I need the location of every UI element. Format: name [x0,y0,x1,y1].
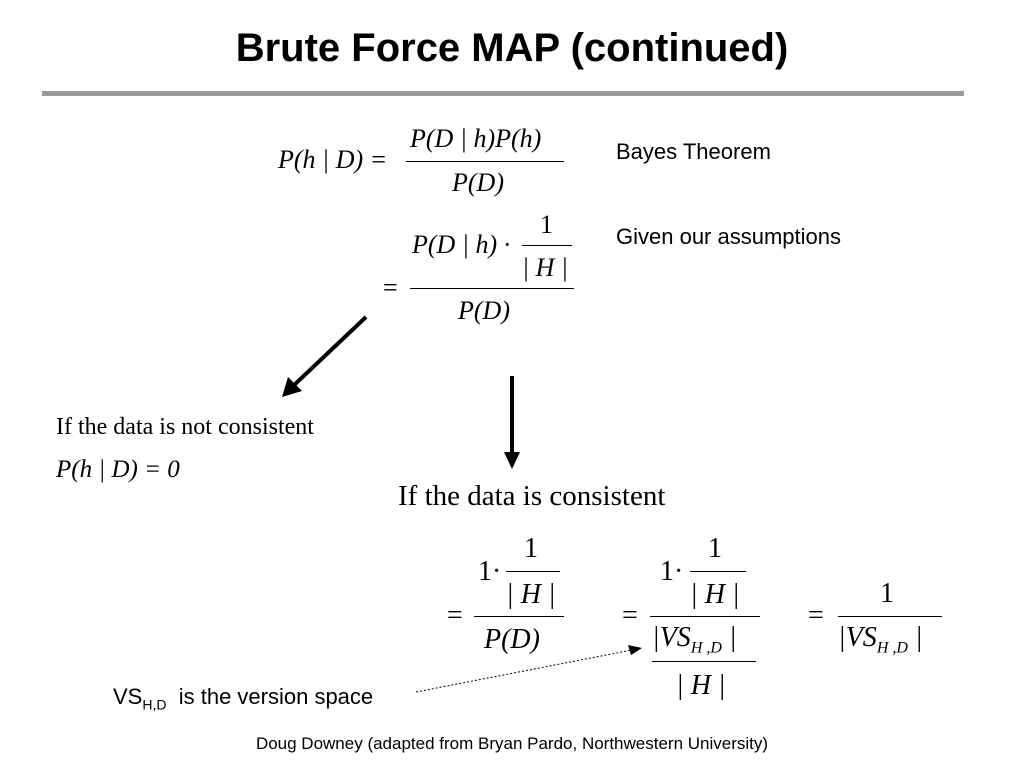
eq1-fraction-bar [406,161,564,163]
arrow-left-down-icon [282,315,368,397]
eq2-inner-bar [522,245,572,247]
eq2-numerator-left: P(D | h) · [412,230,511,259]
c1-inner-absH: | H | [506,579,556,610]
eq2-denominator: P(D) [458,296,510,325]
c3-fraction-bar [838,616,942,618]
c2-fraction-bar [650,616,760,618]
c2-den-inner-bar [652,661,756,663]
arrow-down-icon [504,376,520,469]
c2-lead: 1· [660,556,684,587]
c3-numerator: 1 [880,578,894,609]
eq1-denominator: P(D) [452,168,504,197]
slide-footer: Doug Downey (adapted from Bryan Pardo, N… [255,734,769,753]
c2-equals: = [622,600,638,631]
c1-equals: = [447,600,463,631]
c1-fraction-bar [474,616,564,618]
eq2-equals: = [383,273,398,302]
c2-den-vs: |VSH ,D | [652,622,737,657]
c2-inner-bar [690,571,746,573]
eq1-lhs: P(h | D) = [278,145,388,174]
title-divider [42,91,964,96]
c2-inner-absH: | H | [690,579,740,610]
eq2-fraction-bar [410,288,574,290]
slide-title: Brute Force MAP (continued) [235,26,789,70]
assumptions-note: Given our assumptions [616,224,841,249]
not-consistent-equation: P(h | D) = 0 [56,456,180,483]
c2-inner-one: 1 [708,533,722,564]
c3-equals: = [808,600,824,631]
consistent-label: If the data is consistent [398,480,666,512]
c1-denominator: P(D) [484,624,540,655]
c1-inner-bar [506,571,560,573]
c2-den-absH: | H | [676,670,726,701]
bayes-note: Bayes Theorem [616,139,771,164]
not-consistent-label: If the data is not consistent [56,414,314,440]
eq2-inner-absH: | H | [522,253,569,282]
version-space-note: VSH,D is the version space [113,684,374,713]
c1-inner-one: 1 [524,533,538,564]
dotted-pointer-arrow-icon [415,645,642,693]
c1-lead: 1· [478,556,502,587]
c3-denominator: |VSH ,D | [838,622,923,657]
eq1-numerator: P(D | h)P(h) [410,124,542,153]
eq2-inner-one: 1 [540,210,553,239]
